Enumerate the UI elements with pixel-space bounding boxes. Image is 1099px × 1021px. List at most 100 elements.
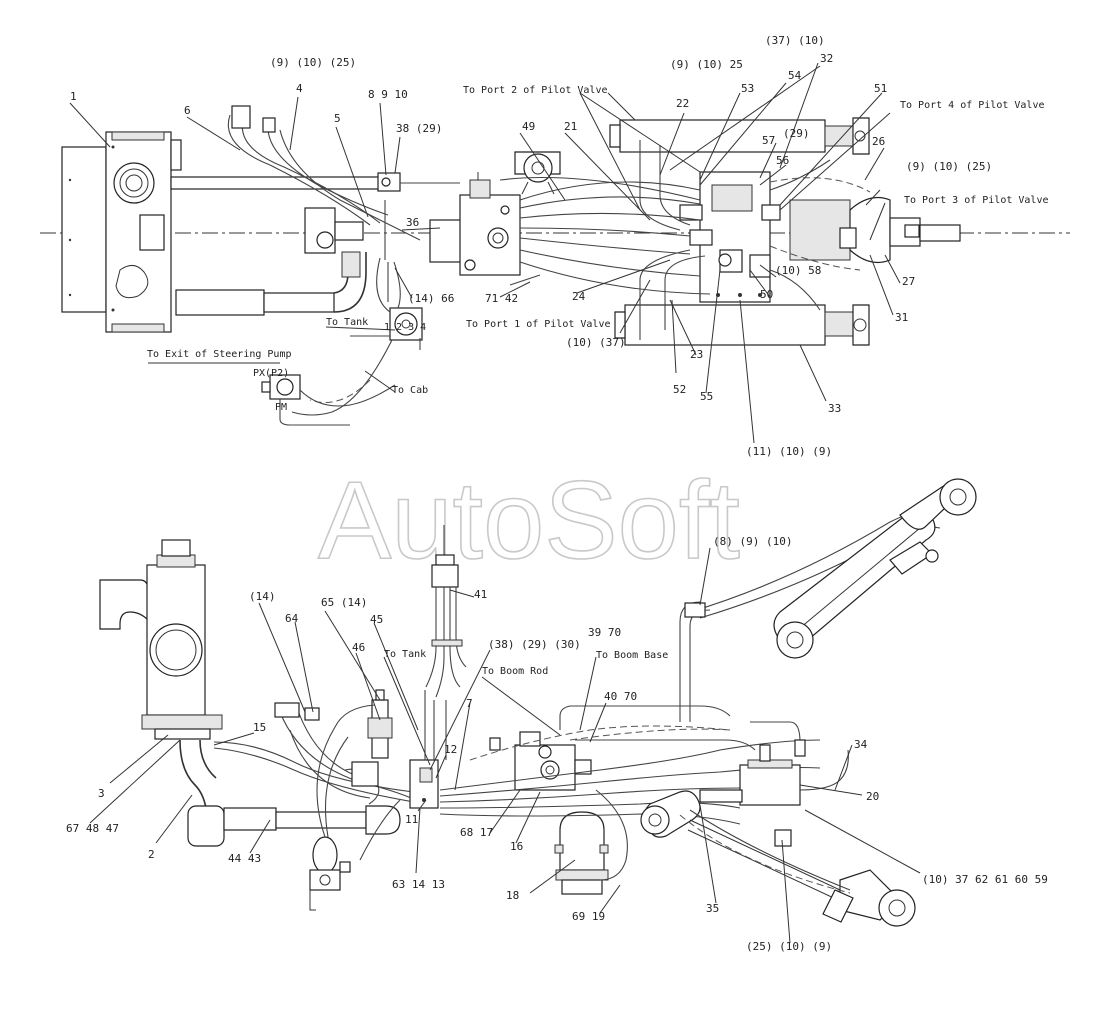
steering-pump-bottom [309,836,351,911]
label-port-pins: 1 2 3 4 [384,322,426,333]
callout-35: 35 [706,902,719,915]
hydraulic-tank-bottom [99,539,223,740]
priority-valve [489,731,592,791]
callout-10-37-62-61-60-59: (10) 37 62 61 60 59 [922,873,1048,886]
callout-31: 31 [895,311,908,324]
callout-38-29: 38 (29) [396,122,442,135]
callout-39-70: 39 70 [588,626,621,639]
callout-9-10-25-b: (9) (10) 25 [670,58,743,71]
callout-34: 34 [854,738,868,751]
label-pm: PM [275,402,287,413]
callout-9-10-25-c: (9) (10) (25) [906,160,992,173]
label-to-cab: To Cab [392,385,428,396]
manifold-block [409,759,439,809]
callout-36: 36 [406,216,419,229]
callout-11-10-9: (11) (10) (9) [746,445,832,458]
callout-67-48-47: 67 48 47 [66,822,119,835]
callout-25-10-9: (25) (10) (9) [746,940,832,953]
callout-2: 2 [148,848,155,861]
callout-20: 20 [866,790,879,803]
callout-22: 22 [676,97,689,110]
pilot-valve [389,307,423,341]
label-to-boom-rod: To Boom Rod [482,666,548,677]
steering-valve-block [679,171,781,303]
cylinder-32 [609,117,870,155]
callout-51: 51 [874,82,887,95]
callout-29: (29) [783,127,810,140]
label-port-3: To Port 3 of Pilot Valve [904,195,1049,206]
label-port-1: To Port 1 of Pilot Valve [466,319,611,330]
watermark: AutoSoft [318,459,740,582]
label-to-tank-top: To Tank [326,317,368,328]
top-assembly [40,105,1070,426]
callout-32: 32 [820,52,833,65]
callout-41: 41 [474,588,487,601]
distribution-block [699,739,806,847]
callout-45: 45 [370,613,383,626]
valve-46 [367,689,393,759]
callout-44-43: 44 43 [228,852,261,865]
callout-14-66: (14) 66 [408,292,454,305]
callout-24: 24 [572,290,586,303]
leader-lines [69,62,921,944]
label-port-2: To Port 2 of Pilot Valve [463,85,608,96]
callout-6: 6 [184,104,191,117]
callout-1: 1 [70,90,77,103]
callout-37-10-a: (37) (10) [765,34,825,47]
pump [304,207,364,278]
label-px-p2: PX(P2) [253,368,289,379]
callout-7: 7 [466,697,473,710]
callout-33: 33 [828,402,841,415]
callout-14: (14) [249,590,276,603]
callout-8-9-10: 8 9 10 [368,88,408,101]
callout-64: 64 [285,612,299,625]
callout-10-37: (10) (37) [566,336,626,349]
callout-16: 16 [510,840,523,853]
callout-49: 49 [522,120,535,133]
callout-27: 27 [902,275,915,288]
callout-71-42: 71 42 [485,292,518,305]
callout-38-29-30: (38) (29) (30) [488,638,581,651]
callout-4: 4 [296,82,303,95]
callouts-bottom: (8) (9) (10) 41 (14) 64 65 (14) 45 46 To… [66,535,1048,953]
callout-50: 50 [760,288,773,301]
callout-9-10-25-a: (9) (10) (25) [270,56,356,69]
callout-11: 11 [405,813,418,826]
callout-63-14-13: 63 14 13 [392,878,445,891]
callout-18: 18 [506,889,519,902]
callout-54: 54 [788,69,802,82]
hydraulic-tank [61,131,182,333]
pilot-valve-41 [424,525,467,760]
callout-8-9-10-bottom: (8) (9) (10) [713,535,792,548]
main-control-valve [429,172,521,276]
callout-21: 21 [564,120,577,133]
callout-23: 23 [690,348,703,361]
callout-65-14: 65 (14) [321,596,367,609]
bottom-assembly [99,478,977,927]
callout-55: 55 [700,390,713,403]
steering-pump-valve [261,374,396,426]
callout-46: 46 [352,641,365,654]
callouts-top: (9) (10) (25) 1 6 4 5 8 9 10 38 (29) 36 … [70,34,1049,458]
boom-cylinder-upper [773,478,977,659]
callout-40-70: 40 70 [604,690,637,703]
callout-12: 12 [444,743,457,756]
callout-69-19: 69 19 [572,910,605,923]
callout-52: 52 [673,383,686,396]
callout-56: 56 [776,154,789,167]
callout-10-58: (10) 58 [775,264,821,277]
callout-68-17: 68 17 [460,826,493,839]
axle-assembly [789,197,961,263]
boom-cylinder-lower [640,790,916,927]
label-steering-exit: To Exit of Steering Pump [147,349,292,360]
callout-3: 3 [98,787,105,800]
label-port-4: To Port 4 of Pilot Valve [900,100,1045,111]
accumulator [554,811,609,895]
callout-57: 57 [762,134,775,147]
label-to-boom-base: To Boom Base [596,650,668,661]
callout-26: 26 [872,135,885,148]
pilot-pump [514,151,561,195]
cylinder-33 [614,304,870,346]
label-to-tank-bottom: To Tank [384,649,426,660]
